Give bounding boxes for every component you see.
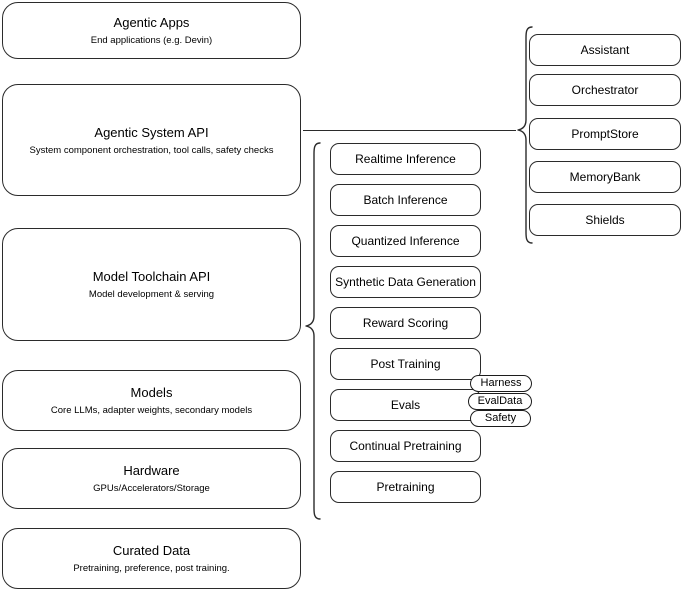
eval-badge-harness[interactable]: Harness xyxy=(470,375,532,392)
capability-pretraining[interactable]: Pretraining xyxy=(330,471,481,503)
layer-subtitle: End applications (e.g. Devin) xyxy=(90,35,213,46)
capability-synthetic-data-generation[interactable]: Synthetic Data Generation xyxy=(330,266,481,298)
component-label: PromptStore xyxy=(571,127,639,141)
capability-label: Batch Inference xyxy=(363,193,448,207)
component-label: MemoryBank xyxy=(569,170,641,184)
component-orchestrator[interactable]: Orchestrator xyxy=(529,74,681,106)
layer-title: Agentic Apps xyxy=(113,15,190,30)
component-assistant[interactable]: Assistant xyxy=(529,34,681,66)
layer-subtitle: Pretraining, preference, post training. xyxy=(73,563,230,574)
layer-title: Model Toolchain API xyxy=(92,269,211,284)
capability-continual-pretraining[interactable]: Continual Pretraining xyxy=(330,430,481,462)
connector-agentic-system-api-to-components xyxy=(303,130,516,132)
layer-title: Agentic System API xyxy=(94,124,209,140)
capability-label: Evals xyxy=(390,398,421,412)
layer-subtitle: Core LLMs, adapter weights, secondary mo… xyxy=(50,405,253,416)
capability-evals[interactable]: Evals xyxy=(330,389,481,421)
eval-badge-label: Harness xyxy=(480,377,522,389)
layer-subtitle: Model development & serving xyxy=(88,289,215,300)
capability-post-training[interactable]: Post Training xyxy=(330,348,481,380)
capability-label: Continual Pretraining xyxy=(349,439,462,453)
layer-title: Hardware xyxy=(123,463,180,478)
component-promptstore[interactable]: PromptStore xyxy=(529,118,681,150)
layer-card-curated-data[interactable]: Curated Data Pretraining, preference, po… xyxy=(2,528,301,589)
capability-label: Reward Scoring xyxy=(362,316,449,330)
capability-label: Synthetic Data Generation xyxy=(335,275,476,289)
component-shields[interactable]: Shields xyxy=(529,204,681,236)
eval-badge-label: Safety xyxy=(484,412,517,424)
brace-model-toolchain xyxy=(302,140,322,522)
eval-badge-label: EvalData xyxy=(477,395,523,407)
capability-label: Realtime Inference xyxy=(355,152,456,166)
component-label: Orchestrator xyxy=(571,83,639,97)
capability-label: Quantized Inference xyxy=(351,234,460,248)
component-memorybank[interactable]: MemoryBank xyxy=(529,161,681,193)
capability-realtime-inference[interactable]: Realtime Inference xyxy=(330,143,481,175)
capability-label: Post Training xyxy=(370,357,441,371)
eval-badge-safety[interactable]: Safety xyxy=(470,410,531,427)
layer-title: Curated Data xyxy=(112,543,191,558)
layer-card-hardware[interactable]: Hardware GPUs/Accelerators/Storage xyxy=(2,448,301,509)
brace-agentic-system xyxy=(514,24,534,246)
component-label: Assistant xyxy=(580,43,630,57)
layer-card-agentic-system-api[interactable]: Agentic System API System component orch… xyxy=(2,84,301,196)
layer-subtitle: System component orchestration, tool cal… xyxy=(29,144,274,156)
eval-badge-evaldata[interactable]: EvalData xyxy=(468,393,532,410)
layer-card-models[interactable]: Models Core LLMs, adapter weights, secon… xyxy=(2,370,301,431)
layer-title: Models xyxy=(130,385,173,400)
layer-card-agentic-apps[interactable]: Agentic Apps End applications (e.g. Devi… xyxy=(2,2,301,59)
component-label: Shields xyxy=(585,213,625,227)
capability-batch-inference[interactable]: Batch Inference xyxy=(330,184,481,216)
layer-subtitle: GPUs/Accelerators/Storage xyxy=(93,483,210,494)
capability-label: Pretraining xyxy=(376,480,435,494)
layer-card-model-toolchain-api[interactable]: Model Toolchain API Model development & … xyxy=(2,228,301,341)
capability-quantized-inference[interactable]: Quantized Inference xyxy=(330,225,481,257)
capability-reward-scoring[interactable]: Reward Scoring xyxy=(330,307,481,339)
